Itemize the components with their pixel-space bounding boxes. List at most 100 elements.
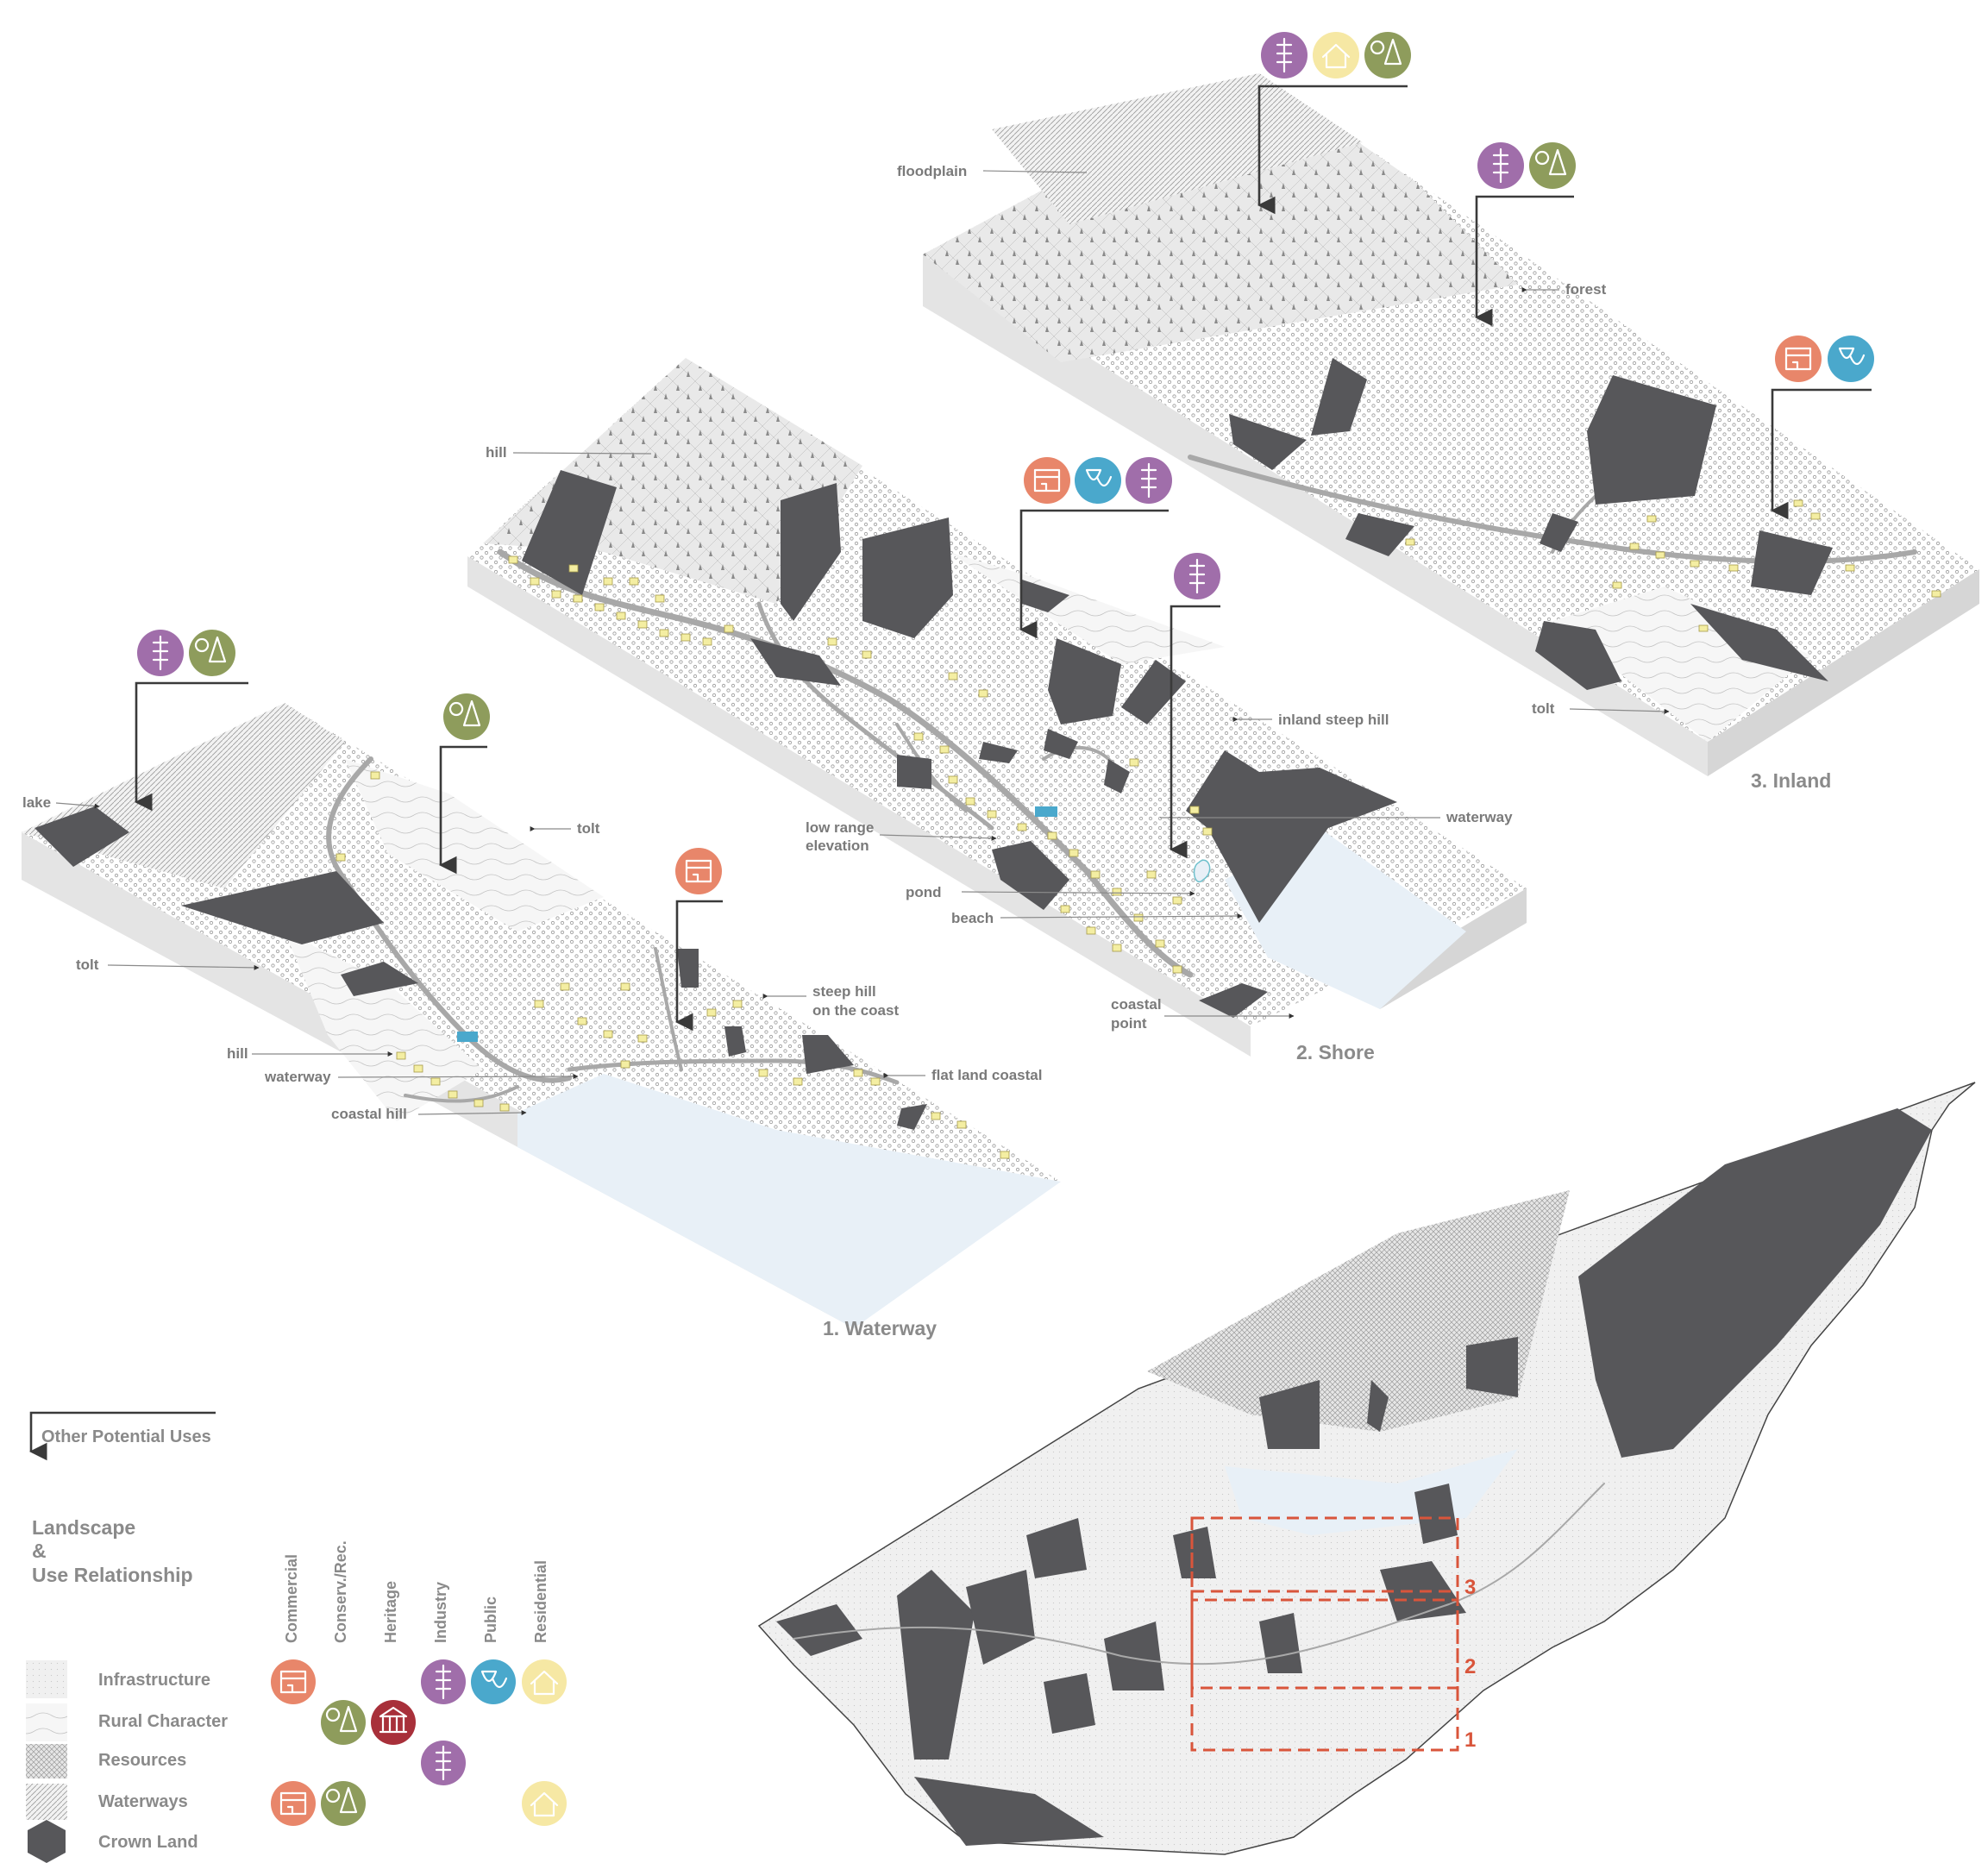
overview-crown-w2 [776, 1604, 862, 1656]
legend-col-commercial: Commercial [283, 1554, 300, 1643]
arrow-waterway-2 [438, 745, 487, 875]
title-waterway: 1. Waterway [823, 1317, 937, 1339]
shore-crown-10 [1044, 729, 1078, 759]
callout-waterway-3 [674, 848, 723, 1032]
shore-side-face [467, 556, 1251, 1057]
title-shore: 2. Shore [1296, 1041, 1375, 1063]
leader-lake [55, 802, 100, 809]
legend-arrow-icon [28, 1411, 216, 1461]
label-tolt-lower: tolt [76, 957, 99, 973]
shore-crown-9 [979, 742, 1018, 763]
shore-buildings [508, 555, 1213, 974]
label-flat-land-coastal: flat land coastal [931, 1067, 1042, 1083]
panel-waterway: lake tolt tolt steep hill on the coast h… [22, 703, 1061, 1339]
label-coastal-hill: coastal hill [331, 1106, 407, 1122]
shore-crown-7 [1121, 660, 1186, 724]
arrow-waterway-1 [134, 681, 248, 812]
house-icon [1313, 32, 1359, 78]
label-tolt-inland: tolt [1532, 700, 1555, 717]
overview-crown-c4 [1367, 1380, 1389, 1432]
legend-col-public: Public [482, 1596, 499, 1643]
legend-col-industry: Industry [432, 1582, 449, 1643]
inland-crown-6 [1751, 530, 1833, 595]
label-hill-shore: hill [486, 444, 507, 461]
overview-crown-ne [1578, 1108, 1932, 1458]
waterway-crown-4 [677, 949, 699, 988]
legend-col-residential: Residential [532, 1560, 549, 1643]
shore-crown-14 [1199, 983, 1268, 1018]
inland-crown-4 [1345, 513, 1414, 556]
shore-pond [1193, 859, 1211, 882]
label-floodplain: floodplain [897, 163, 967, 179]
panel-shore: hill inland steep hill waterway low rang… [467, 358, 1527, 1063]
inland-front-face [1708, 569, 1979, 776]
heritage-building-icon [371, 1700, 416, 1745]
overview-crown-c8 [1173, 1527, 1216, 1578]
label-hill-waterway: hill [227, 1045, 248, 1062]
legend-row-rural: Rural Character [98, 1712, 228, 1731]
inland-buildings [1405, 499, 1941, 632]
callout-shore-1 [1019, 457, 1172, 639]
leader-coastal-hill [417, 1110, 527, 1116]
label-low-range-1: low range [806, 819, 874, 836]
callout-shore-2 [1169, 553, 1220, 859]
legend-title-2: & [32, 1540, 47, 1562]
callout-inland-2 [1474, 142, 1576, 327]
waterway-coastal-hill [285, 932, 483, 1121]
legend-swatch-waterways [26, 1784, 67, 1820]
label-waterway-shore: waterway [1446, 809, 1513, 825]
legend-row-infrastructure: Infrastructure [98, 1671, 210, 1690]
inland-crown-2 [1229, 414, 1307, 470]
waterway-crown-5 [724, 1026, 746, 1057]
label-tolt-upper: tolt [577, 820, 600, 837]
shore-inland-hill [949, 552, 1225, 664]
storefront-icon [1024, 457, 1070, 504]
arrow-inland-2 [1474, 195, 1574, 327]
inland-crown-5 [1540, 513, 1578, 552]
overview-zone-3-box [1190, 1516, 1459, 1602]
waterway-crown-3 [341, 962, 418, 996]
inland-crown-3 [1587, 375, 1716, 505]
shore-crown-11 [1104, 759, 1130, 794]
waterway-sea [517, 1074, 1061, 1328]
overview-crown-c5 [1466, 1337, 1518, 1397]
overview-crown-w1 [897, 1570, 975, 1760]
label-inland-steep-hill: inland steep hill [1278, 712, 1389, 728]
shore-crown-4 [1022, 580, 1069, 612]
shore-crown-8 [897, 755, 931, 789]
arrow-shore-1 [1019, 509, 1169, 639]
overview-zone-1-label: 1 [1464, 1728, 1476, 1752]
legend-swatch-infrastructure [26, 1660, 67, 1698]
waterway-main-road [326, 756, 572, 1083]
label-coastal-point-1: coastal [1111, 996, 1162, 1013]
overview-resources-area [1147, 1190, 1570, 1432]
legend-row-waterways: Waterways [98, 1792, 188, 1811]
overview-crown-c9 [1414, 1484, 1458, 1544]
arrow-inland-3 [1770, 388, 1872, 520]
storefront-icon [1775, 336, 1822, 382]
leader-waterway [337, 1074, 579, 1080]
legend-title-3: Use Relationship [32, 1564, 193, 1586]
use-callouts [134, 32, 1874, 1032]
waterway-tolt-hill [345, 759, 604, 932]
panel-inland: floodplain forest tolt 3. Inland [897, 73, 1979, 792]
legend-title-1: Landscape [32, 1516, 135, 1539]
legend-col-conservation: Conserv./Rec. [332, 1540, 349, 1643]
legend-row-resources: Resources [98, 1751, 186, 1770]
overview-crown-c10 [1044, 1673, 1095, 1734]
waterway-crown-6 [802, 1035, 854, 1074]
shore-crown-3 [862, 518, 953, 638]
leader-hill-shore [512, 452, 652, 455]
inland-forest [923, 73, 1518, 362]
shore-crown-13 [1186, 750, 1397, 923]
label-low-range-2: elevation [806, 837, 869, 854]
storefront-icon [271, 1659, 316, 1704]
leader-tolt-lower [107, 964, 260, 970]
shore-crown-2 [781, 483, 841, 621]
waterway-public-building [457, 1032, 478, 1042]
arrow-waterway-3 [674, 900, 723, 1032]
inland-floodplain [992, 73, 1363, 224]
overview-map: 1 2 3 [757, 1082, 1976, 1855]
legend-other-uses: Other Potential Uses [41, 1427, 211, 1446]
house-icon [522, 1781, 567, 1826]
